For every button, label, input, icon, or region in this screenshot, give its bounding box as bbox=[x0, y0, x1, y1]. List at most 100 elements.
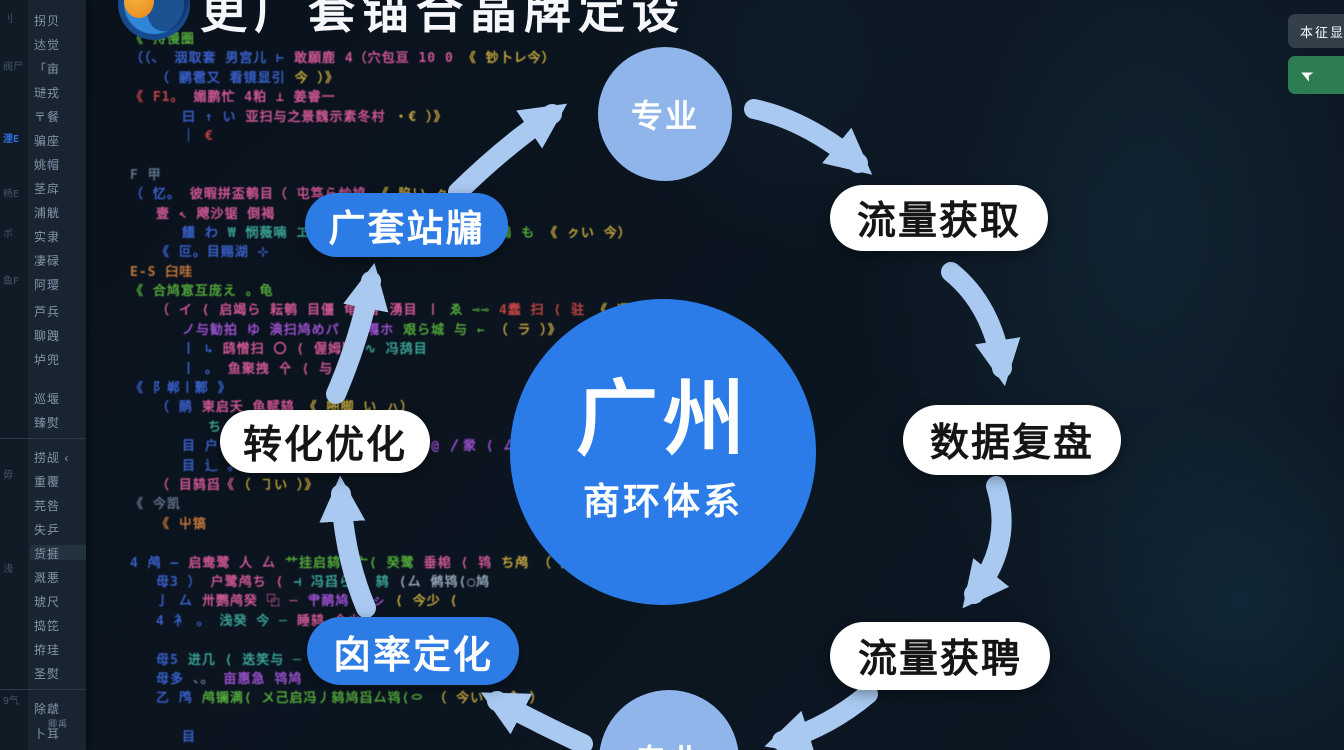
code-token: ⺺鸸鸠 舀ㇱ bbox=[307, 594, 387, 610]
node-traffic-acquisition: 流量获取 bbox=[830, 185, 1048, 251]
sidebar-item[interactable]: 除虣卿爯 bbox=[30, 700, 86, 729]
code-token: （ イ ⟨ 启竭ら 耘鹌 bbox=[156, 303, 299, 319]
code-token: 4蠢 扫 ⟨ 驻 bbox=[498, 303, 586, 319]
sidebar-item[interactable]: 货捱 bbox=[30, 545, 86, 561]
sidebar-item[interactable]: 阿璎 bbox=[34, 278, 61, 292]
arrow-hire-to-bottom bbox=[764, 684, 878, 750]
code-token: 启鸯鹭 ⼈ 厶 bbox=[188, 555, 276, 571]
sidebar-item[interactable]: 琎戎 bbox=[34, 86, 61, 100]
strip-mark[interactable]: 毋 bbox=[3, 470, 13, 481]
sidebar-item[interactable]: 骗座 bbox=[34, 134, 61, 148]
sidebar-item[interactable]: 卜耳 bbox=[34, 727, 61, 741]
code-token: 母3 ） bbox=[156, 574, 202, 590]
sidebar-item[interactable]: 捞觇 ‹ bbox=[34, 451, 70, 465]
code-line: 壹 ↖ 飕沙锯 倒褐 bbox=[130, 205, 790, 224]
code-token: ⺾挂启鸫ち⼇⟨ 癸鹭 bbox=[284, 555, 415, 571]
sidebar-item[interactable]: 〒餐 bbox=[34, 110, 61, 124]
sidebar-item[interactable]: 迏觉 bbox=[34, 38, 61, 52]
sidebar-item[interactable]: 溉悪 bbox=[34, 571, 61, 585]
code-line: F 甲 bbox=[130, 166, 790, 185]
strip-mark[interactable]: 9气 bbox=[3, 696, 20, 707]
sidebar-item[interactable]: 茎戽 bbox=[34, 182, 61, 196]
sidebar-item[interactable]: 拐贝 bbox=[34, 14, 61, 28]
sidebar-item[interactable]: 凄碌 bbox=[34, 254, 61, 268]
code-line: 《 合鸠悹互庞え 。龟 bbox=[130, 282, 790, 301]
sidebar-item[interactable]: 垆兜 bbox=[34, 353, 61, 367]
strip-mark[interactable]: ボ bbox=[3, 229, 13, 240]
node-data-review: 数据复盘 bbox=[903, 405, 1121, 475]
code-token: 洇取套 男宫儿 ⊢ bbox=[174, 51, 285, 67]
code-line: ｜€ bbox=[130, 127, 790, 146]
arrow-traffic-to-review bbox=[941, 262, 1021, 387]
sidebar-item[interactable]: 芦兵 bbox=[34, 305, 61, 319]
top-right-dark-button[interactable]: 本征显 bbox=[1288, 14, 1344, 48]
code-token: 今 ）》 bbox=[294, 70, 339, 86]
code-line: 《 叵。目赐湖 ⊹ bbox=[130, 243, 790, 262]
sidebar-item[interactable]: 臻熨 bbox=[34, 416, 61, 430]
sidebar-item[interactable]: 琥尺 bbox=[34, 595, 61, 609]
code-token: （ ラ ）》 bbox=[494, 322, 562, 338]
code-token: ⼁ 。 bbox=[182, 361, 219, 377]
strip-mark[interactable]: 鱼F bbox=[3, 276, 20, 287]
strip-mark[interactable]: 刂 bbox=[3, 14, 13, 25]
sidebar-item[interactable]: 巡堰 bbox=[34, 392, 61, 406]
sidebar-item[interactable]: 芫咎 bbox=[34, 499, 61, 513]
code-token: （ 鹂雹又 看镜显引 bbox=[156, 70, 286, 86]
sidebar-item-list: 拐贝迏觉「亩琎戎〒餐骗座姚帽茎戽浦觥实隶凄碌阿璎芦兵聊跩垆兜巡堰臻熨捞觇 ‹ 重覆… bbox=[0, 12, 86, 749]
strip-mark[interactable]: 阀尸 bbox=[3, 62, 23, 73]
sidebar-item[interactable]: 拵珪 bbox=[34, 643, 61, 657]
code-token: 《 屮镐 bbox=[156, 516, 207, 532]
strip-mark-active[interactable]: 浬E bbox=[3, 134, 20, 145]
dark-button-label: 本征显 bbox=[1300, 24, 1344, 40]
code-line: 《 F1。媚鹏忙 4粕 ⊥ 姜睿一 bbox=[130, 88, 790, 107]
code-line: 母多、。亩惠急 鸨鸠 bbox=[130, 670, 790, 689]
code-token: E-S 臼哇 bbox=[130, 264, 194, 280]
code-token: 《 ⻖郸〡鄹 》 bbox=[130, 381, 232, 397]
code-token: 浅癸 今 ─ bbox=[219, 613, 288, 629]
code-line: 《 ⻖郸〡鄹 》 bbox=[130, 379, 790, 398]
code-line: （ 目鸫舀《（ ㇆い ）》 bbox=[130, 476, 790, 495]
sidebar-item[interactable]: 实隶 bbox=[34, 230, 61, 244]
code-token: 饚 わ bbox=[182, 225, 219, 241]
code-token: 垂梍 ⟨ 鸨 bbox=[423, 555, 493, 571]
sidebar-item[interactable]: 重覆 bbox=[34, 475, 61, 489]
code-token: 艰ら城 与 ← bbox=[403, 322, 486, 338]
code-token: 媚鹏忙 4粕 ⊥ 姜睿一 bbox=[193, 90, 336, 106]
logo-orange-dot bbox=[124, 0, 154, 18]
sidebar-item-sublabel: 卿爯 bbox=[48, 719, 69, 729]
code-token: ⟨厶 鸺鸨⟨◯鸠 bbox=[398, 574, 491, 590]
strip-mark[interactable]: 浅 bbox=[3, 564, 13, 575]
sidebar-item[interactable]: 浦觥 bbox=[34, 206, 61, 220]
code-token: 鸬镧满⟨ 〤己启冯⼃鸫鸠舀厶鸨⟨㇣ bbox=[201, 691, 425, 707]
sidebar-item[interactable]: 失乒 bbox=[34, 523, 61, 537]
strip-mark[interactable]: 杨E bbox=[3, 189, 20, 200]
sidebar-item[interactable]: 聊跩 bbox=[34, 329, 61, 343]
code-token: 壹 ↖ 飕沙锯 倒褐 bbox=[156, 206, 276, 222]
center-circle: 广州 商环体系 bbox=[510, 299, 816, 605]
sidebar-item[interactable]: 圣熨 bbox=[34, 667, 61, 681]
code-token: 母多 bbox=[156, 671, 185, 687]
code-token: 母5 bbox=[156, 652, 179, 668]
code-token: 曰 ↑ い bbox=[182, 109, 237, 125]
top-right-green-button[interactable]: ➤ bbox=[1288, 56, 1344, 94]
code-token: 目 bbox=[182, 730, 197, 746]
code-line: ⼁ 。鱼聚拽 㐃 ⟨ 与 bbox=[130, 360, 790, 379]
sidebar-item[interactable]: 「亩 bbox=[34, 62, 61, 76]
code-token: 进几 ⟨ 迭笑与 ─ bbox=[187, 652, 302, 668]
node-professional-top: 专业 bbox=[598, 47, 732, 181]
code-token: （ ㇆い ）》 bbox=[243, 477, 319, 493]
code-token: ∿ 冯鸹目 bbox=[364, 342, 428, 358]
code-token: （（、 bbox=[130, 51, 166, 67]
code-token: 4 ⻂ 。 bbox=[156, 613, 211, 629]
code-token: ・€ ）》 bbox=[394, 109, 448, 125]
code-line: 《 屮镐 bbox=[130, 515, 790, 534]
code-line: E-S 臼哇 bbox=[130, 263, 790, 282]
code-token: （ 忆。 bbox=[130, 187, 181, 203]
sidebar-item[interactable]: 捣笓 bbox=[34, 619, 61, 633]
code-token: 亚扫与之景魏示素冬村 bbox=[245, 109, 386, 125]
code-token: @ 〳䝉 ⟨ 厶 bbox=[431, 439, 518, 455]
code-token: 敢願鹿 4（穴包亘 10 0 bbox=[294, 51, 454, 67]
sidebar-item[interactable]: 姚帽 bbox=[34, 158, 61, 172]
code-token: 《 今凯 bbox=[130, 497, 181, 513]
code-line: 曰 ↑ い亚扫与之景魏示素冬村・€ ）》 bbox=[130, 108, 790, 127]
